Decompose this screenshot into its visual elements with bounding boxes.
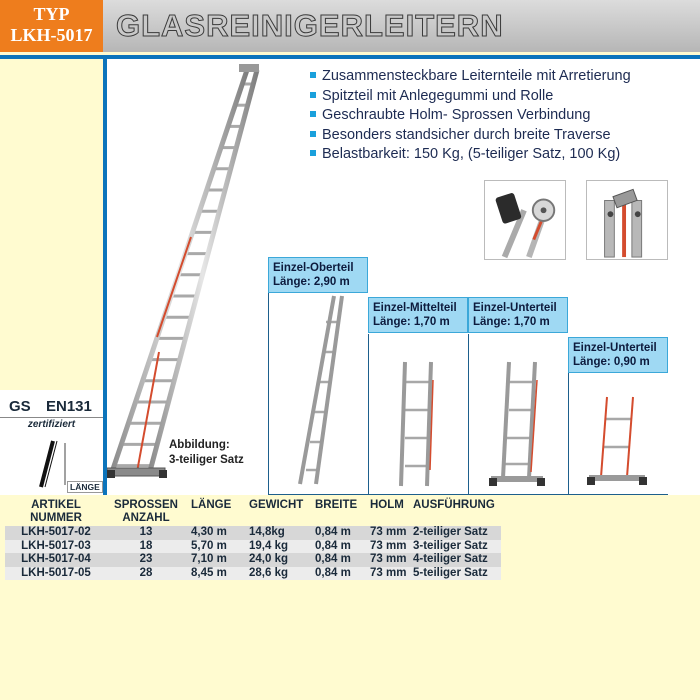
caption-line1: Abbildung:: [169, 439, 230, 451]
piece-frame-unterteil-short: [568, 372, 668, 495]
caption-line2: 3-teiliger Satz: [169, 454, 244, 466]
feature-list: Zusammensteckbare Leiternteile mit Arret…: [310, 67, 631, 165]
piece-frame-unterteil: [468, 334, 568, 495]
feature-item: Geschraubte Holm- Sprossen Verbindung: [310, 106, 631, 126]
certified-label: zertifiziert: [27, 419, 76, 430]
col-header: GEWICHT: [249, 499, 304, 511]
piece-image-unterteil-short: [587, 396, 647, 485]
piece-image-oberteil: [298, 295, 344, 485]
sidebar-divider: [103, 55, 107, 495]
bullet-square-icon: [310, 72, 316, 79]
bullet-square-icon: [310, 91, 316, 98]
col-header: LÄNGE: [191, 499, 232, 511]
bullet-square-icon: [310, 111, 316, 118]
feature-item: Besonders standsicher durch breite Trave…: [310, 126, 631, 146]
col-header: BREITE: [315, 499, 358, 511]
bullet-square-icon: [310, 150, 316, 157]
feature-item: Spitzteil mit Anlegegummi und Rolle: [310, 87, 631, 107]
piece-image-mittelteil: [399, 361, 434, 487]
header-divider: [0, 55, 700, 59]
norm-label: EN131: [46, 398, 92, 415]
piece-frame-mittelteil: [368, 334, 468, 495]
bullet-square-icon: [310, 130, 316, 137]
feature-item: Belastbarkeit: 150 Kg, (5-teiliger Satz,…: [310, 145, 631, 165]
type-badge-line1: TYP: [33, 4, 70, 24]
ladder-length-icon: [39, 440, 66, 488]
detail-lock-image: [586, 180, 668, 260]
title-band: [103, 0, 700, 52]
piece-image-unterteil: [489, 361, 545, 486]
feature-item: Zusammensteckbare Leiternteile mit Arret…: [310, 67, 631, 87]
col-header: AUSFÜHRUNG: [413, 499, 495, 511]
type-badge: TYP LKH-5017: [0, 0, 103, 52]
ladder-illustration: [107, 64, 260, 478]
page-title: GLASREINIGERLEITERN: [116, 8, 504, 44]
gs-mark: GS: [9, 398, 31, 415]
piece-frame-oberteil: [268, 287, 368, 495]
detail-roller-image: [484, 180, 566, 260]
type-badge-line2: LKH-5017: [10, 25, 93, 45]
illustration-caption: Abbildung: 3-teiliger Satz: [169, 438, 244, 468]
length-label: LÄNGE: [67, 481, 103, 493]
cert-divider: [0, 417, 103, 418]
col-header: HOLM: [370, 499, 404, 511]
